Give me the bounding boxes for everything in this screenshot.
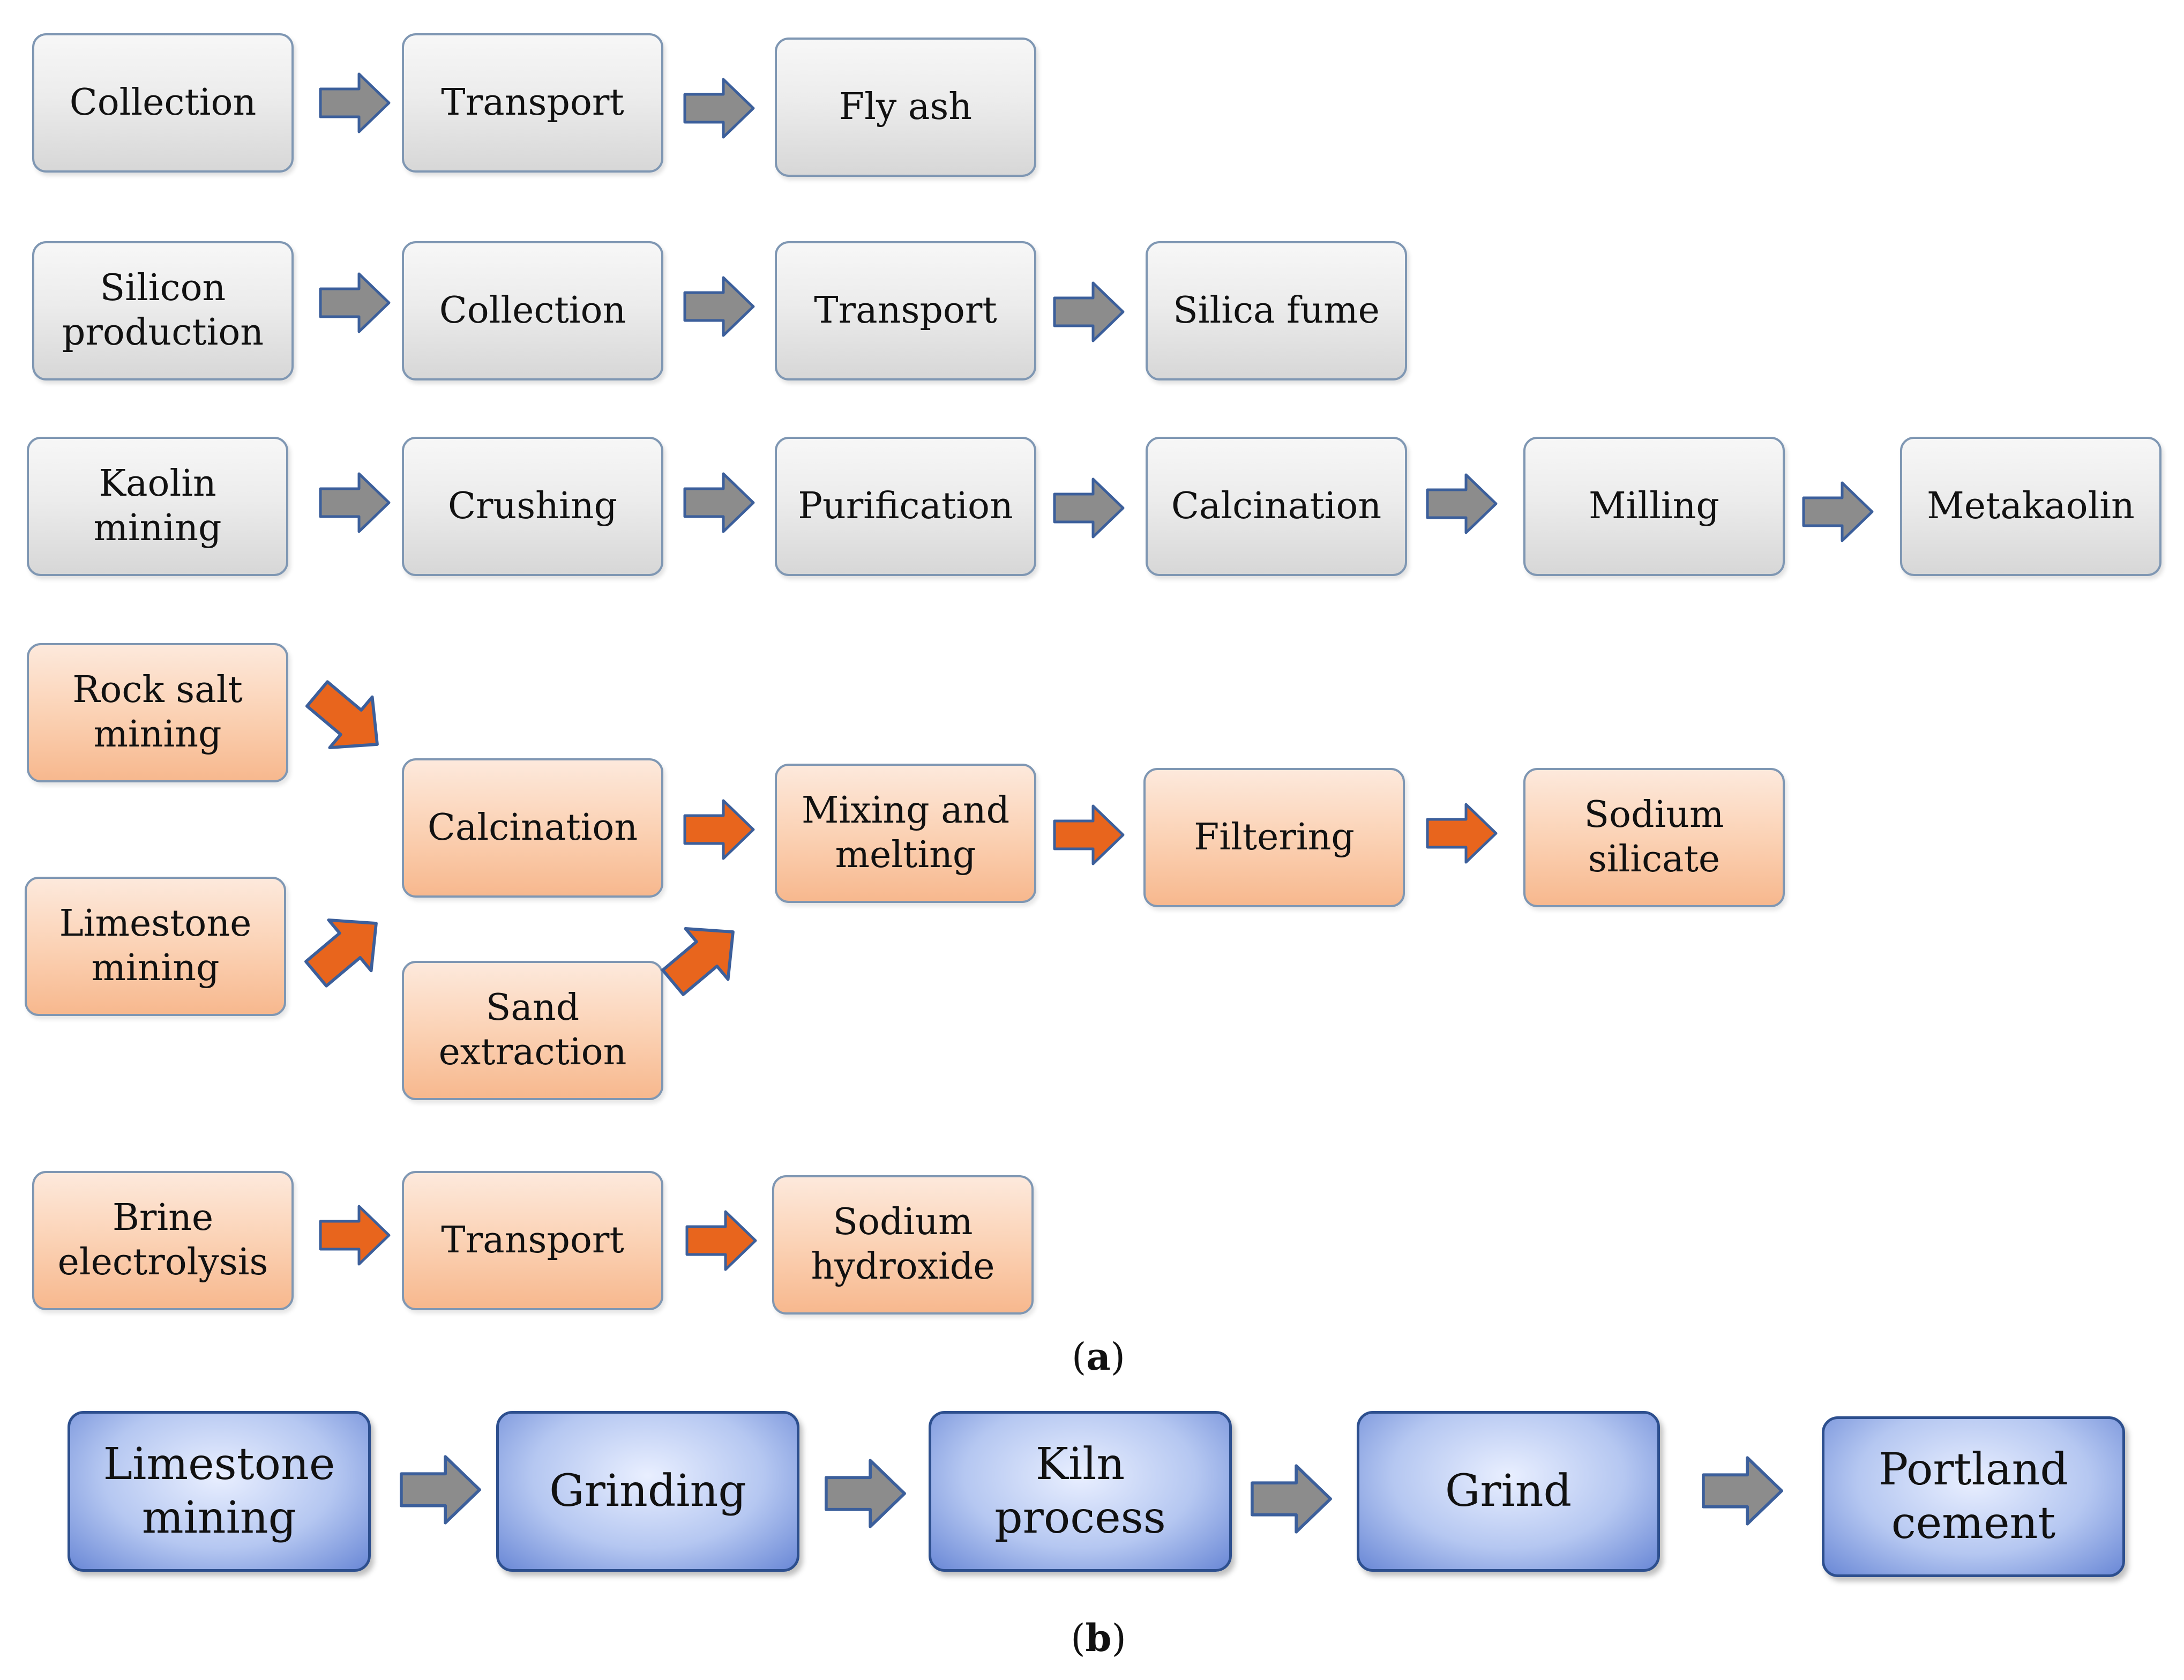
step-box: Silicon production [32, 241, 294, 380]
orange-arrow-diagonal-up-icon [661, 927, 735, 996]
step-box: Crushing [402, 437, 663, 576]
orange-arrow-icon [319, 1205, 391, 1266]
panel-caption-a: (a) [1072, 1334, 1125, 1379]
step-box: Milling [1523, 437, 1785, 576]
gray-arrow-icon [683, 276, 755, 337]
step-box: Transport [775, 241, 1036, 380]
step-box: Calcination [1146, 437, 1407, 576]
output-box-fly-ash: Fly ash [775, 38, 1036, 177]
step-box: Limestone mining [68, 1411, 371, 1572]
step-box: Transport [402, 1171, 663, 1310]
gray-arrow-icon [1702, 1456, 1783, 1526]
orange-arrow-diagonal-down-icon [305, 680, 379, 750]
orange-arrow-icon [683, 799, 755, 860]
gray-arrow-icon [319, 272, 391, 333]
step-box: Kaolin mining [27, 437, 288, 576]
step-box: Collection [32, 33, 294, 173]
step-box: Sand extraction [402, 961, 663, 1100]
output-box-sodium-silicate: Sodium silicate [1523, 768, 1785, 907]
gray-arrow-icon [683, 472, 755, 533]
gray-arrow-icon [1251, 1464, 1332, 1534]
step-box: Grind [1357, 1411, 1660, 1572]
output-box-portland-cement: Portland cement [1822, 1416, 2125, 1577]
step-box: Mixing and melting [775, 764, 1036, 903]
gray-arrow-icon [319, 472, 391, 533]
orange-arrow-icon [1053, 804, 1125, 865]
step-box: Rock salt mining [27, 643, 288, 782]
gray-arrow-icon [683, 78, 755, 139]
output-box-metakaolin: Metakaolin [1900, 437, 2161, 576]
orange-arrow-icon [685, 1210, 757, 1271]
gray-arrow-icon [1053, 477, 1125, 539]
output-box-silica-fume: Silica fume [1146, 241, 1407, 380]
step-box: Filtering [1143, 768, 1405, 907]
step-box: Collection [402, 241, 663, 380]
step-box: Calcination [402, 758, 663, 898]
gray-arrow-icon [1053, 281, 1125, 342]
step-box: Transport [402, 33, 663, 173]
step-box: Brine electrolysis [32, 1171, 294, 1310]
panel-caption-b: (b) [1071, 1616, 1126, 1660]
gray-arrow-icon [1802, 481, 1874, 542]
orange-arrow-diagonal-up-icon [304, 918, 378, 988]
step-box: Grinding [496, 1411, 799, 1572]
gray-arrow-icon [400, 1455, 481, 1525]
step-box: Limestone mining [25, 877, 286, 1016]
step-box: Purification [775, 437, 1036, 576]
orange-arrow-icon [1426, 803, 1498, 864]
gray-arrow-icon [319, 72, 391, 133]
gray-arrow-icon [825, 1459, 906, 1528]
output-box-sodium-hydroxide: Sodium hydroxide [772, 1175, 1034, 1315]
gray-arrow-icon [1426, 473, 1498, 534]
step-box: Kiln process [929, 1411, 1232, 1572]
